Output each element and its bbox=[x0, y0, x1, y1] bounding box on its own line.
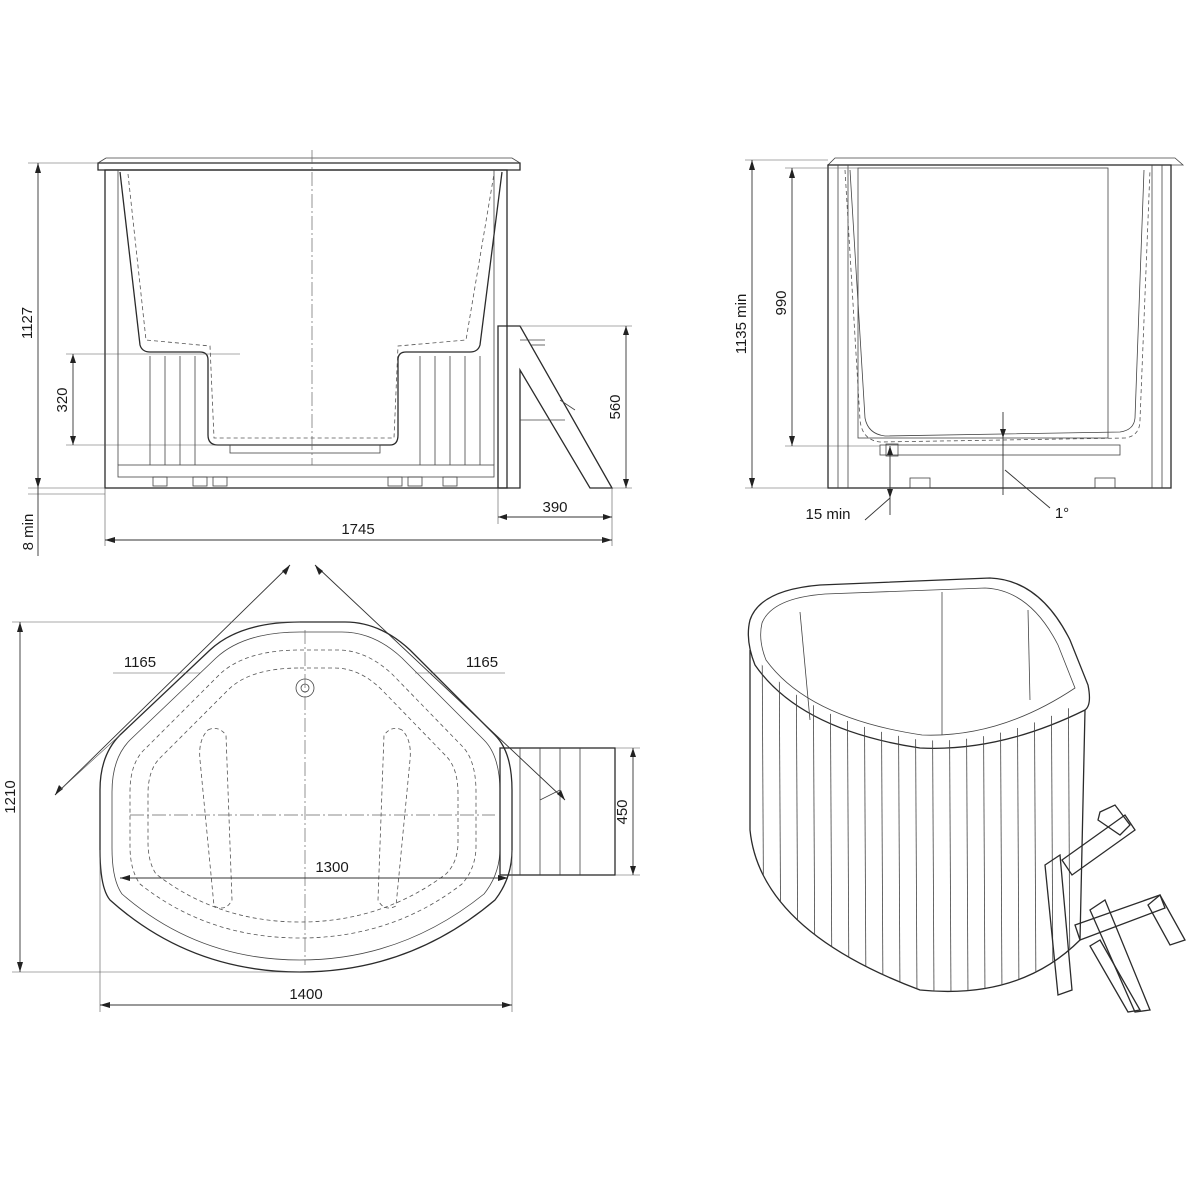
dim-diag-right: 1165 bbox=[466, 654, 498, 671]
dim-step-depth: 390 bbox=[542, 499, 567, 516]
plan-view: 1165 1165 1210 1300 1400 450 bbox=[2, 564, 640, 1012]
isometric-view bbox=[747, 577, 1186, 1013]
dim-install-height: 1135 min bbox=[733, 294, 750, 355]
iso-slat bbox=[931, 650, 935, 992]
iso-slat bbox=[999, 650, 1003, 992]
iso-slat bbox=[914, 650, 918, 992]
adjustable-foot bbox=[192, 476, 208, 487]
adjustable-foot bbox=[407, 476, 423, 487]
iso-slat bbox=[982, 650, 986, 992]
adjustable-foot bbox=[442, 476, 458, 487]
dim-floor-gap: 8 min bbox=[20, 514, 37, 551]
iso-slat bbox=[863, 650, 867, 992]
dim-plan-width: 1400 bbox=[289, 986, 322, 1003]
dim-water-height: 990 bbox=[773, 290, 790, 315]
iso-slat bbox=[1033, 650, 1037, 992]
adjustable-foot bbox=[212, 476, 228, 487]
side-view: 1135 min 990 15 min 1° bbox=[733, 157, 1185, 523]
dim-step-width: 450 bbox=[614, 799, 631, 824]
dim-plan-depth: 1210 bbox=[2, 780, 19, 813]
iso-slat bbox=[812, 650, 816, 992]
dim-diag-left: 1165 bbox=[124, 654, 156, 671]
dim-drain-gap: 15 min bbox=[805, 506, 850, 523]
iso-slat bbox=[1016, 650, 1020, 992]
iso-slat bbox=[965, 650, 969, 992]
iso-slat bbox=[795, 650, 799, 992]
front-view: 1127 320 560 390 1745 8 min bbox=[19, 150, 632, 556]
adjustable-foot bbox=[387, 476, 403, 487]
dim-step-height: 560 bbox=[607, 394, 624, 419]
adjustable-foot bbox=[152, 476, 168, 487]
iso-slat bbox=[897, 650, 901, 992]
dim-slope: 1° bbox=[1055, 505, 1069, 522]
iso-slat bbox=[846, 650, 850, 992]
iso-slat bbox=[829, 650, 833, 992]
dim-overall-length: 1745 bbox=[341, 521, 374, 538]
dim-front-height: 1127 bbox=[19, 307, 36, 339]
iso-slat bbox=[880, 650, 884, 992]
dim-seat-height: 320 bbox=[54, 387, 71, 412]
dim-plan-inner: 1300 bbox=[315, 859, 348, 876]
iso-slat bbox=[948, 650, 952, 992]
